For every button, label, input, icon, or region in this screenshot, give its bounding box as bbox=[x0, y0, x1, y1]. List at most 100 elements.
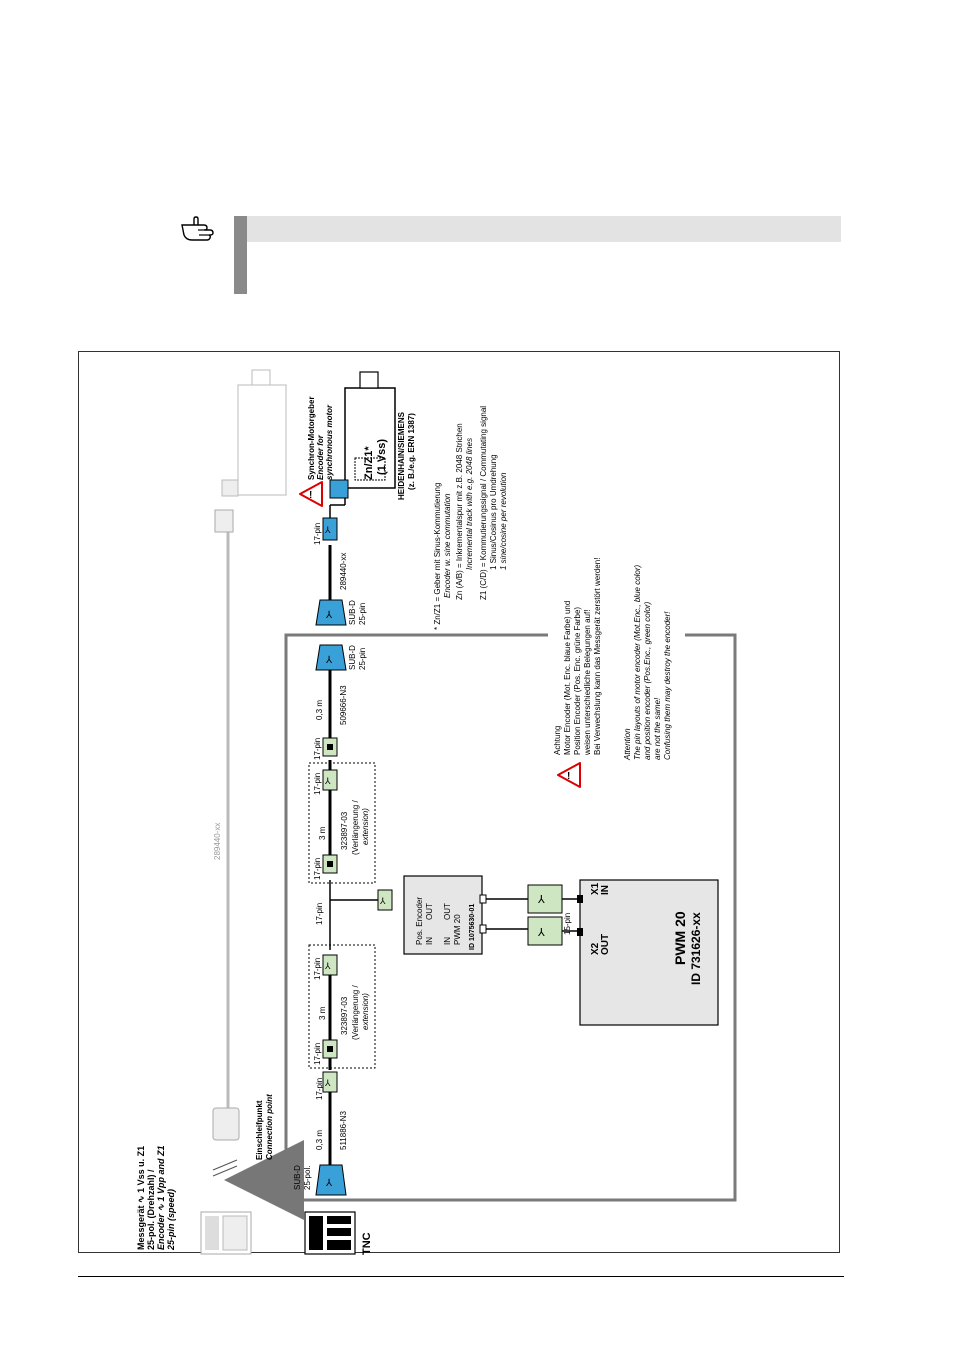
subd-a-pins: 25-pin bbox=[358, 648, 367, 670]
pos-encoder-out2: OUT bbox=[443, 903, 452, 920]
cable3-pin: 17-pin bbox=[313, 523, 322, 545]
svg-text:⅄: ⅄ bbox=[324, 525, 331, 535]
subd-blue-a: ⅄ bbox=[315, 644, 347, 671]
ext-left-desc2: extension) bbox=[361, 993, 370, 1030]
pwm20-x2: X2 bbox=[590, 942, 601, 955]
subd-a-type: SUB-D bbox=[348, 645, 357, 670]
svg-text:⅄: ⅄ bbox=[324, 1078, 331, 1088]
warning-en3: and position encoder (Pos.Enc., green co… bbox=[643, 601, 652, 760]
connection-point-de: Einschleifpunkt bbox=[255, 1100, 264, 1160]
cable1-pin: 17-pin bbox=[315, 1078, 324, 1100]
ext-left-pin-a: 17-pin bbox=[313, 1043, 322, 1065]
motor-title-en1: Encoder for bbox=[316, 434, 325, 480]
measuring-device-line4: 25-pin (speed) bbox=[166, 1189, 176, 1251]
warning-de2: Motor Encoder (Mot. Enc. blaue Farbe) un… bbox=[563, 601, 572, 755]
diagram-frame bbox=[78, 351, 840, 1253]
green-connector-6 bbox=[322, 737, 338, 757]
pos-encoder-in: IN bbox=[425, 937, 434, 945]
pos-encoder-pwm: PWM 20 bbox=[453, 914, 462, 945]
pointing-hand-icon bbox=[181, 216, 214, 241]
top-cable-part: 289440-xx bbox=[213, 823, 222, 860]
blue-17pin-connector: ⅄ bbox=[322, 517, 338, 541]
subd-left-pins: 25-pol. bbox=[303, 1166, 312, 1190]
note-bar bbox=[234, 216, 247, 294]
warning-de4: weisen unterschiedliche Belegungen auf! bbox=[583, 610, 592, 756]
motor-warning-icon: ! bbox=[299, 481, 323, 507]
svg-text:⅄: ⅄ bbox=[325, 610, 333, 621]
ext-left-pin-b: 17-pin bbox=[313, 958, 322, 980]
extension-left-box bbox=[308, 944, 376, 1069]
warning-en1: Attention bbox=[623, 728, 632, 761]
svg-text:⅄: ⅄ bbox=[324, 776, 331, 786]
footnote-l4: Incremental track with e.g. 2048 lines bbox=[465, 438, 474, 570]
cable3-part: 289440-xx bbox=[339, 553, 348, 590]
warning-de5: Bei Verwechslung kann das Messgerät zers… bbox=[593, 558, 602, 755]
pwm20-pin: 15-pin bbox=[563, 913, 572, 935]
ext-right-length: 3 m bbox=[318, 826, 327, 840]
pos-encoder-out: OUT bbox=[425, 903, 434, 920]
motor-vss: (1 Vss) bbox=[376, 439, 388, 475]
motor-zn: Zn/Z1* bbox=[363, 446, 375, 480]
subd-left-connector: ⅄ bbox=[315, 1164, 347, 1196]
ext-left-part: 323897-03 bbox=[340, 996, 349, 1035]
warning-en5: Confusing them may destroy the encoder! bbox=[663, 611, 672, 760]
pwm20-x2-dir: OUT bbox=[600, 934, 611, 955]
pwm20-unit bbox=[577, 879, 719, 1026]
top-cable-connector bbox=[214, 509, 234, 533]
cable2-pin: 17-pin bbox=[313, 738, 322, 760]
footnote-l7: 1 sine/cosine per revolution bbox=[499, 472, 508, 570]
cable2-length: 0,3 m bbox=[315, 700, 324, 720]
pos-encoder-in2: IN bbox=[443, 937, 452, 945]
pwm20-x1: X1 bbox=[590, 882, 601, 895]
pwm-wiring-frame bbox=[284, 633, 737, 1202]
cable2-part: 509666-N3 bbox=[339, 685, 348, 725]
ghost-motor bbox=[221, 369, 287, 497]
warning-de3: Position Encoder (Pos. Enc. grüne Farbe) bbox=[573, 607, 582, 755]
warning-en2: The pin layouts of motor encoder (Mot.En… bbox=[633, 564, 642, 760]
cable1-part: 511886-N3 bbox=[339, 1110, 348, 1150]
ext-left-desc1: (Verlängerung / bbox=[351, 985, 360, 1040]
pwm-green-connector-in: ⅄ bbox=[527, 884, 563, 914]
pos-encoder-input-connector: ⅄ bbox=[377, 889, 393, 911]
ext-right-desc2: extension) bbox=[361, 808, 370, 845]
cable1-length: 0,3 m bbox=[315, 1130, 324, 1150]
footnote-l5: Z1 (C/D) = Kommutierungssignal / Commuta… bbox=[479, 406, 488, 600]
warning-en4: are not the same! bbox=[653, 697, 662, 760]
note-band bbox=[247, 216, 841, 242]
green-connector-1: ⅄ bbox=[322, 1071, 338, 1093]
subd-left-type: SUB-D bbox=[293, 1165, 302, 1190]
ext-right-part: 323897-03 bbox=[340, 811, 349, 850]
footnote-l2: Encoder w. sine commutation bbox=[443, 493, 452, 598]
motor-title-de: Synchron-Motorgeber bbox=[307, 396, 316, 480]
svg-text:!: ! bbox=[567, 771, 570, 782]
connection-point-en: Connection point bbox=[265, 1094, 274, 1160]
pos-encoder-id: ID 1075630-01 bbox=[469, 904, 476, 950]
footnote-l1: * Zn/Z1 = Geber mit Sinus-Kommutierung bbox=[433, 483, 442, 630]
measuring-device-line3: Encoder ∿ 1 Vpp and Z1 bbox=[156, 1145, 166, 1250]
subd-b-type: SUB-D bbox=[348, 600, 357, 625]
measuring-device-line1: Messgerät ∿ 1 Vss u. Z1 bbox=[136, 1146, 146, 1250]
svg-text:!: ! bbox=[309, 490, 312, 501]
tnc-unit bbox=[304, 1211, 356, 1255]
svg-text:⅄: ⅄ bbox=[324, 961, 331, 971]
motor-title-en2: synchronous motor bbox=[325, 404, 334, 480]
motor-example: (z. B./e.g. ERN 1387) bbox=[407, 413, 416, 490]
svg-text:⅄: ⅄ bbox=[537, 894, 545, 906]
pwm20-x1-dir: IN bbox=[600, 885, 611, 895]
footnote-l3: Zn (A/B) = Inkrementalspur mit z.B. 2048… bbox=[455, 423, 464, 600]
green-connector-5: ⅄ bbox=[322, 769, 338, 791]
ext-right-pin-a: 17-pin bbox=[313, 858, 322, 880]
pwm20-name: PWM 20 bbox=[672, 911, 688, 965]
measuring-device-line2: 25-pol. (Drehzahl) / bbox=[146, 1169, 156, 1250]
pwm20-id: ID 731626-xx bbox=[689, 912, 703, 985]
pos-encoder-box bbox=[403, 875, 483, 955]
motor-brand: HEIDENHAIN/SIEMENS bbox=[397, 411, 406, 500]
svg-text:⅄: ⅄ bbox=[379, 896, 386, 906]
green-connector-4 bbox=[322, 854, 338, 874]
svg-text:⅄: ⅄ bbox=[325, 655, 333, 666]
ext-right-pin-b: 17-pin bbox=[313, 773, 322, 795]
ext-right-desc1: (Verlängerung / bbox=[351, 800, 360, 855]
pin-to-box: 17-pin bbox=[315, 903, 324, 925]
svg-text:⅄: ⅄ bbox=[537, 927, 545, 939]
